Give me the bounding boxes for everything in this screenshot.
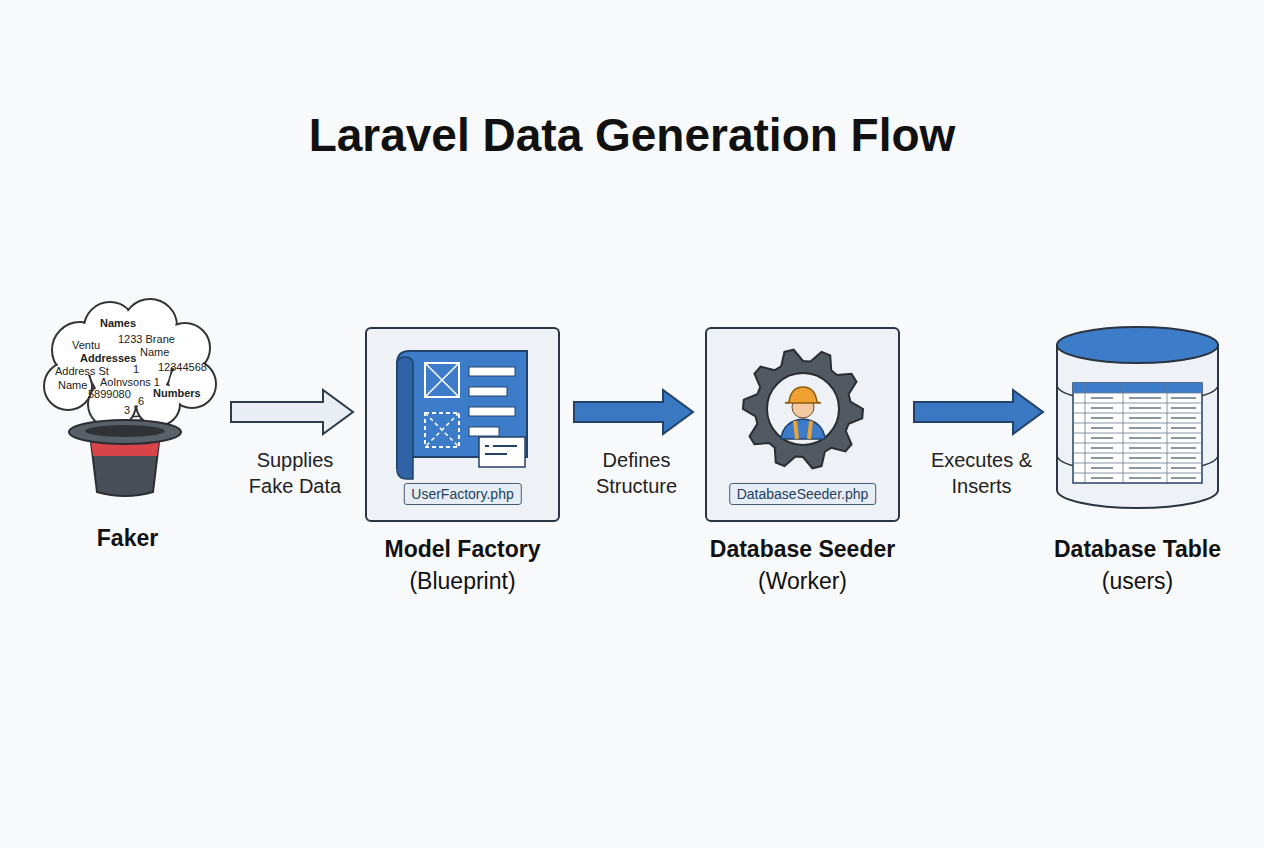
file-name-tag: UserFactory.php: [403, 483, 521, 505]
node-subtitle: (Worker): [758, 568, 847, 595]
faker-illustration: Faker: [40, 300, 215, 500]
arrow-label: Executes & Inserts: [919, 447, 1045, 499]
fake-data-word: Name: [58, 380, 87, 391]
node-title: Model Factory: [385, 536, 541, 563]
node-subtitle: (users): [1102, 568, 1174, 595]
flow-arrow: [914, 390, 1043, 434]
fake-data-word: Address St: [55, 366, 109, 377]
fake-data-word: 1: [133, 364, 139, 375]
fake-data-word: Numbers: [153, 388, 201, 399]
seeder-box: DatabaseSeeder.phpDatabase Seeder(Worker…: [705, 327, 900, 522]
fake-data-word: 6: [138, 396, 144, 407]
fake-data-word: 12344568: [158, 362, 207, 373]
factory-box: UserFactory.phpModel Factory(Blueprint): [365, 327, 560, 522]
fake-data-word: Names: [100, 318, 136, 329]
fake-data-word: Ventu: [72, 340, 100, 351]
fake-data-word: Name: [140, 347, 169, 358]
fake-data-word: 1233 Brane: [118, 334, 175, 345]
node-title: Database Table: [1054, 536, 1221, 563]
fake-data-word: 5899080: [88, 389, 131, 400]
arrow-label: Supplies Fake Data: [232, 447, 358, 499]
file-name-tag: DatabaseSeeder.php: [729, 483, 877, 505]
database-cylinder: Database Table(users): [1055, 325, 1220, 510]
flow-arrow: [231, 390, 353, 434]
flow-arrow: [574, 390, 693, 434]
arrow-label: Defines Structure: [574, 447, 700, 499]
faker-icon: [40, 300, 215, 500]
fake-data-word: Addresses: [80, 353, 136, 364]
node-subtitle: (Blueprint): [409, 568, 515, 595]
diagram-title: Laravel Data Generation Flow: [0, 108, 1264, 162]
node-title: Database Seeder: [710, 536, 895, 563]
db-icon: [1055, 325, 1220, 510]
fake-data-word: 3: [124, 405, 130, 416]
node-title: Faker: [97, 525, 158, 552]
fake-data-word: Aolnvsons 1: [100, 377, 160, 388]
